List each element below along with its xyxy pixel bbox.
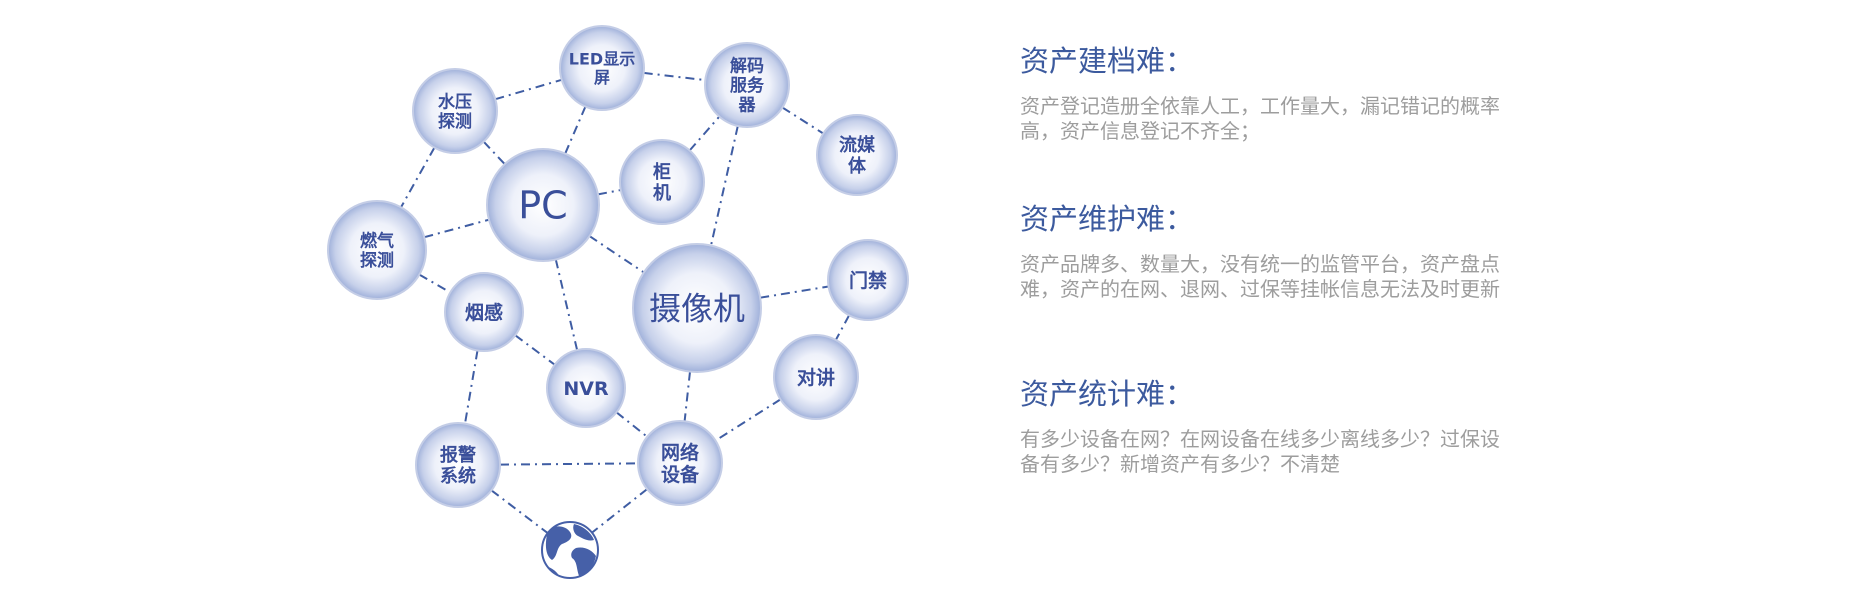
edge-camera-network: [683, 371, 691, 422]
node-label: 水压: [438, 91, 472, 112]
node-intercom: 对讲: [773, 334, 859, 420]
node-access: 门禁: [827, 239, 909, 321]
node-label: 体: [848, 155, 867, 177]
node-label: 流媒: [839, 134, 876, 156]
issue-title: 资产统计难：: [1020, 377, 1195, 411]
node-label: 摄像机: [649, 290, 745, 328]
edge-cabinet-decoder: [688, 115, 721, 152]
edge-access-intercom: [834, 314, 850, 341]
node-label: 机: [653, 183, 671, 204]
issue-description: 有多少设备在网？在网设备在线多少离线多少？过保设备有多少？新增资产有多少？不清楚: [1020, 427, 1500, 476]
node-circle: [486, 148, 600, 262]
node-label: NVR: [563, 378, 609, 400]
node-stream: 流媒体: [816, 114, 898, 196]
node-label: 柜: [653, 161, 671, 183]
node-circle: [444, 272, 524, 352]
edge-camera-access: [760, 285, 829, 299]
issue-description: 资产登记造册全依靠人工，工作量大，漏记错记的概率高，资产信息登记不齐全；: [1020, 94, 1500, 143]
node-label: PC: [518, 184, 567, 228]
edge-water-gas: [400, 147, 436, 208]
node-label: 器: [738, 96, 757, 116]
node-circle: [637, 420, 723, 506]
node-label: 服务: [730, 75, 765, 96]
node-label: 探测: [360, 250, 394, 271]
edge-network-globe: [591, 488, 648, 534]
node-label: LED显示: [569, 50, 635, 69]
node-label: 屏: [594, 68, 610, 87]
node-circle: [632, 243, 762, 373]
node-circle: [546, 348, 626, 428]
issue-title: 资产建档难：: [1020, 44, 1195, 78]
network-edges: [400, 71, 850, 534]
edge-pc-nvr: [554, 259, 579, 351]
edge-nvr-network: [615, 411, 648, 438]
node-label: 报警: [440, 444, 476, 466]
edge-gas-pc: [424, 218, 490, 239]
edge-decoder-stream: [781, 106, 824, 135]
node-label: 设备: [661, 463, 700, 486]
edge-water-pc: [482, 141, 506, 165]
edge-intercom-network: [714, 398, 782, 442]
node-label: 网络: [661, 441, 699, 464]
node-label: 探测: [438, 111, 472, 132]
node-circle: [827, 239, 909, 321]
edge-alarm-network: [499, 462, 639, 466]
node-circle: [412, 68, 498, 154]
node-circle: [773, 334, 859, 420]
node-circle: [619, 139, 705, 225]
issue-statistics: 资产统计难： 有多少设备在网？在网设备在线多少离线多少？过保设备有多少？新增资产…: [1020, 375, 1520, 477]
edge-smoke-nvr: [514, 334, 556, 366]
edge-pc-cabinet: [597, 189, 621, 196]
issue-maintenance: 资产维护难： 资产品牌多、数量大，没有统一的监管平台，资产盘点难，资产的在网、退…: [1020, 200, 1520, 302]
edge-led-decoder: [643, 71, 706, 82]
node-cabinet: 柜机: [619, 139, 705, 225]
node-circle: [704, 42, 790, 128]
edge-decoder-camera: [710, 125, 739, 246]
node-label: 燃气: [360, 230, 394, 251]
node-label: 门禁: [849, 269, 887, 292]
node-circle: [559, 25, 645, 111]
node-label: 对讲: [797, 366, 835, 389]
globe-icon: [541, 521, 599, 579]
issue-description: 资产品牌多、数量大，没有统一的监管平台，资产盘点难，资产的在网、退网、过保等挂帐…: [1020, 252, 1500, 301]
edge-gas-smoke: [418, 273, 451, 294]
node-label: 解码: [730, 56, 764, 77]
issue-archiving: 资产建档难： 资产登记造册全依靠人工，工作量大，漏记错记的概率高，资产信息登记不…: [1020, 42, 1520, 144]
node-circle: [816, 114, 898, 196]
node-circle: [327, 200, 427, 300]
edge-pc-camera: [588, 235, 645, 274]
node-nvr: NVR: [546, 348, 626, 428]
node-pc: PC: [486, 148, 600, 262]
node-smoke: 烟感: [444, 272, 524, 352]
edge-water-led: [495, 78, 562, 101]
edge-alarm-globe: [490, 489, 549, 534]
issue-title: 资产维护难：: [1020, 202, 1195, 236]
edge-smoke-alarm: [464, 350, 479, 424]
node-circle: [415, 422, 501, 508]
node-camera: 摄像机: [632, 243, 762, 373]
edge-led-pc: [564, 106, 587, 154]
node-label: 烟感: [465, 301, 503, 324]
node-label: 系统: [440, 465, 476, 487]
